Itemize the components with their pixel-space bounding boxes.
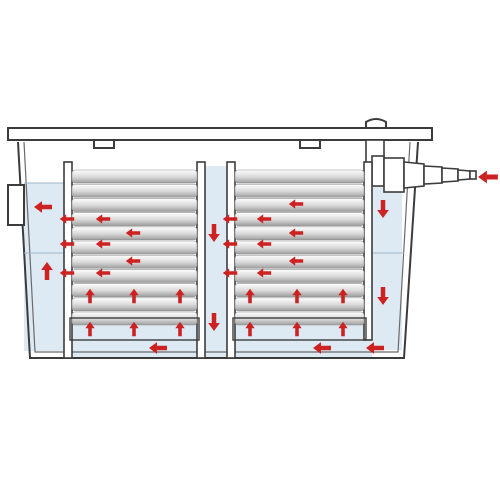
sponge-layer bbox=[234, 169, 365, 184]
tank-inner-wall bbox=[23, 141, 411, 353]
flow-arrow-up bbox=[292, 288, 302, 304]
divider-left bbox=[63, 161, 73, 359]
flow-arrow-up bbox=[41, 262, 53, 280]
sponge-layer bbox=[71, 198, 198, 212]
sponge-layer bbox=[234, 183, 365, 198]
sponge-layer bbox=[234, 269, 365, 283]
flow-arrow-up bbox=[129, 288, 139, 304]
sponge-layer bbox=[234, 297, 365, 312]
flow-arrow-up bbox=[129, 321, 139, 337]
flow-arrow-up bbox=[85, 288, 95, 304]
filter-housing bbox=[7, 118, 433, 359]
flow-arrow-left bbox=[34, 201, 52, 213]
flow-arrow-up bbox=[338, 321, 348, 337]
flow-arrow-left bbox=[313, 342, 331, 354]
flow-arrow-left bbox=[149, 342, 167, 354]
flow-arrow-down bbox=[377, 287, 389, 305]
divider-middle-b bbox=[226, 161, 236, 359]
flow-arrow-left bbox=[59, 239, 75, 249]
flow-arrow-left bbox=[256, 268, 272, 278]
flow-arrows bbox=[34, 170, 498, 354]
sponge-layer bbox=[71, 183, 198, 198]
water-middle-chamber bbox=[205, 166, 227, 356]
lid-hinge bbox=[365, 118, 387, 128]
flow-arrow-left bbox=[478, 170, 498, 184]
sponge-tray bbox=[69, 317, 200, 341]
flow-arrow-up bbox=[245, 288, 255, 304]
flow-arrow-up bbox=[338, 288, 348, 304]
lid bbox=[7, 127, 433, 141]
lid-clip-left bbox=[93, 140, 115, 149]
water-bottom-channel bbox=[66, 340, 372, 357]
flow-arrow-left bbox=[95, 214, 111, 224]
flow-arrow-down bbox=[208, 313, 220, 331]
inlet-hose-connector bbox=[365, 139, 477, 193]
flow-arrow-left bbox=[59, 214, 75, 224]
sponge-stack-right bbox=[232, 169, 367, 341]
divider-right bbox=[363, 161, 373, 341]
sponge-layer bbox=[234, 212, 365, 226]
flow-arrow-left bbox=[256, 239, 272, 249]
lid-clip-right bbox=[299, 140, 321, 149]
flow-arrow-left bbox=[288, 228, 304, 238]
sponge-layer bbox=[71, 240, 198, 255]
flow-arrow-left bbox=[125, 256, 141, 266]
flow-arrow-left bbox=[59, 268, 75, 278]
sponge-layer bbox=[71, 269, 198, 283]
flow-arrow-up bbox=[175, 321, 185, 337]
flow-arrow-left bbox=[222, 239, 238, 249]
sponge-layer bbox=[234, 283, 365, 297]
flow-arrow-left bbox=[125, 228, 141, 238]
flow-arrow-left bbox=[288, 199, 304, 209]
sponge-layer bbox=[71, 169, 198, 184]
flow-arrow-left bbox=[95, 268, 111, 278]
tank-outline bbox=[17, 141, 419, 359]
flow-arrow-left bbox=[288, 256, 304, 266]
flow-arrow-left bbox=[222, 268, 238, 278]
flow-arrow-down bbox=[208, 224, 220, 242]
sponge-layer bbox=[71, 212, 198, 226]
flow-arrow-down bbox=[377, 200, 389, 218]
sponge-layer bbox=[234, 240, 365, 255]
flow-arrow-left bbox=[95, 239, 111, 249]
flow-arrow-up bbox=[245, 321, 255, 337]
divider-middle-a bbox=[196, 161, 206, 359]
flow-arrow-up bbox=[292, 321, 302, 337]
sponge-stack-left bbox=[69, 169, 200, 341]
flow-arrow-left bbox=[222, 214, 238, 224]
flow-arrow-left bbox=[366, 342, 384, 354]
water-inlet-chamber bbox=[372, 182, 402, 350]
flow-arrow-left bbox=[256, 214, 272, 224]
flow-arrow-up bbox=[85, 321, 95, 337]
sponge-tray bbox=[232, 317, 367, 341]
flow-arrow-up bbox=[175, 288, 185, 304]
outlet-port bbox=[7, 184, 25, 226]
